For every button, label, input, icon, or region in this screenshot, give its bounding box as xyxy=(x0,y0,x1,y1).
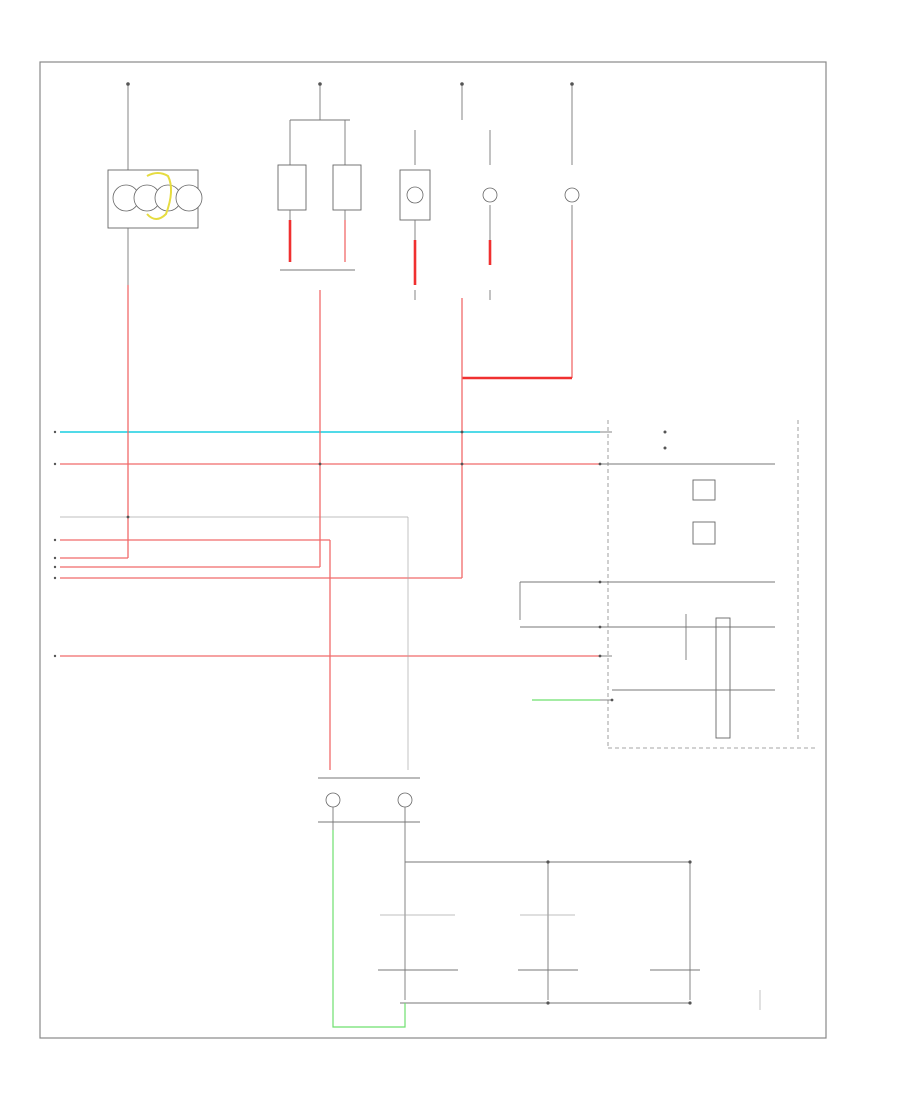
connector-dots xyxy=(53,430,614,702)
diagram-frame xyxy=(39,61,827,1039)
top-feeds xyxy=(126,82,574,170)
bus-wires xyxy=(60,431,775,657)
gauge-cluster xyxy=(107,169,203,285)
lamp-units xyxy=(399,169,580,380)
vertical-drops xyxy=(127,285,463,770)
relay-pair xyxy=(277,164,362,271)
control-module xyxy=(519,420,815,749)
green-ground-wire xyxy=(332,830,406,1028)
lower-circuit xyxy=(318,777,761,1010)
